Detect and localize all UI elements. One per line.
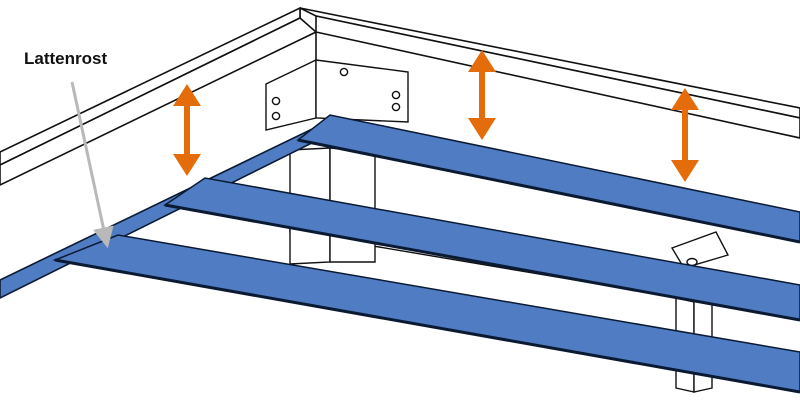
frame-board-left bbox=[0, 6, 318, 186]
double-arrow-icon bbox=[173, 84, 201, 176]
pointer-arrow-icon bbox=[70, 81, 114, 249]
callout-label: Lattenrost bbox=[24, 49, 107, 68]
slat-1 bbox=[296, 114, 800, 244]
slat-2 bbox=[163, 177, 800, 322]
double-arrow-icon bbox=[468, 50, 496, 140]
double-arrow-icon bbox=[671, 88, 699, 182]
corner-bracket bbox=[265, 58, 409, 131]
